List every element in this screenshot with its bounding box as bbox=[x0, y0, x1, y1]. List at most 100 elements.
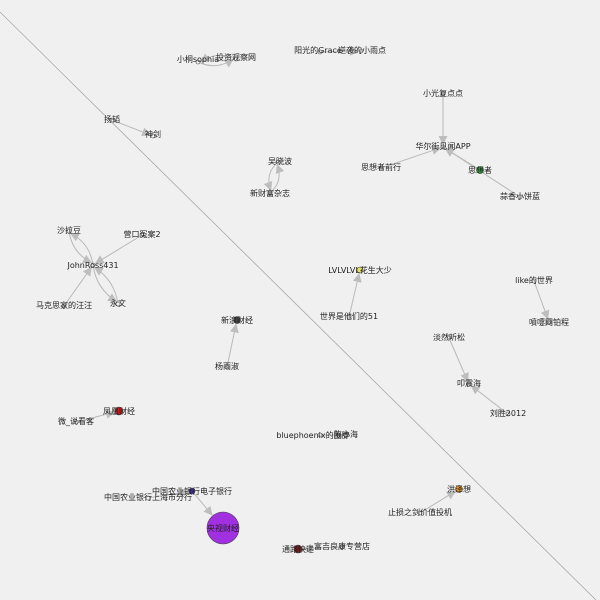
edge-n14-n16 bbox=[68, 230, 93, 263]
node-label-n26: 叩震海 bbox=[457, 378, 481, 388]
edge-n32-n34 bbox=[191, 490, 213, 516]
edge-n2-n1 bbox=[200, 53, 237, 63]
node-n20[interactable] bbox=[346, 314, 352, 320]
node-n6[interactable] bbox=[150, 133, 156, 139]
node-label-n12: 吴晓波 bbox=[268, 156, 292, 166]
node-n18[interactable] bbox=[115, 301, 121, 307]
node-label-n7: 小光复点点 bbox=[423, 88, 463, 98]
node-label-n24: 杨雨淑 bbox=[215, 361, 239, 371]
node-n1[interactable] bbox=[195, 59, 201, 65]
edge-n3-n4 bbox=[319, 46, 359, 56]
edge-n16-n14 bbox=[69, 233, 94, 266]
edge-n21-n22 bbox=[533, 280, 550, 320]
diagonal-guide-line bbox=[0, 11, 597, 600]
node-n30[interactable] bbox=[317, 432, 323, 438]
node-n5[interactable] bbox=[109, 117, 115, 123]
node-n33[interactable] bbox=[145, 495, 151, 501]
node-label-n9: 思想者前行 bbox=[361, 162, 401, 172]
node-n32[interactable] bbox=[188, 487, 196, 495]
node-label-n22: 噴嚏网铂程 bbox=[529, 317, 569, 327]
node-n23[interactable] bbox=[233, 316, 241, 324]
node-label-n33: 中国农业银行上海市分行 bbox=[104, 492, 192, 502]
edge-n20-n19 bbox=[348, 273, 362, 318]
node-n16[interactable] bbox=[90, 262, 96, 268]
node-label-n2: 投资观察网 bbox=[216, 52, 256, 62]
nodes-layer bbox=[61, 48, 552, 554]
node-n11[interactable] bbox=[517, 194, 523, 200]
node-n4[interactable] bbox=[358, 48, 364, 54]
node-n22[interactable] bbox=[546, 319, 552, 325]
node-n35[interactable] bbox=[455, 485, 463, 493]
node-n10[interactable] bbox=[476, 166, 484, 174]
node-n24[interactable] bbox=[224, 364, 230, 370]
edge-n13-n12 bbox=[269, 164, 285, 194]
edge-n24-n23 bbox=[226, 323, 239, 368]
node-n8[interactable] bbox=[440, 144, 446, 150]
edge-n1-n2 bbox=[197, 58, 234, 68]
node-n31[interactable] bbox=[343, 432, 349, 438]
node-n25[interactable] bbox=[446, 335, 452, 341]
edge-n25-n26 bbox=[448, 337, 469, 383]
node-n27[interactable] bbox=[505, 411, 511, 417]
node-label-n28: 凤凰财经 bbox=[103, 406, 135, 416]
node-n9[interactable] bbox=[378, 165, 384, 171]
edge-n29-n28 bbox=[75, 409, 116, 423]
node-n13[interactable] bbox=[267, 190, 273, 196]
edge-n36-n35 bbox=[419, 490, 456, 514]
node-label-n16: JohnRoss431 bbox=[66, 261, 118, 270]
node-label-n37: 通路快递 bbox=[282, 544, 314, 554]
node-n28[interactable] bbox=[114, 406, 124, 416]
node-n21[interactable] bbox=[531, 278, 537, 284]
node-label-n20: 世界是他们的51 bbox=[320, 311, 378, 321]
node-label-n3: 阳光的Grace bbox=[294, 45, 342, 55]
node-label-n21: like的世界 bbox=[515, 275, 553, 285]
node-n37[interactable] bbox=[293, 544, 303, 554]
node-label-n29: 微_说看客 bbox=[58, 416, 94, 426]
node-label-n8: 华尔街见闻APP bbox=[415, 141, 470, 151]
node-n14[interactable] bbox=[66, 228, 72, 234]
node-label-n38: 富吉良康专营店 bbox=[314, 541, 370, 551]
node-label-n27: 刘胜2012 bbox=[490, 408, 526, 418]
edge-n11-n8 bbox=[444, 148, 521, 198]
node-n7[interactable] bbox=[440, 91, 446, 97]
node-label-n14: 沙拉豆 bbox=[57, 225, 81, 235]
edge-n27-n26 bbox=[470, 385, 509, 415]
node-n19[interactable] bbox=[356, 266, 364, 274]
node-n38[interactable] bbox=[339, 544, 345, 550]
edge-n17-n16 bbox=[63, 266, 92, 307]
node-label-n6: 神剑 bbox=[145, 129, 161, 139]
edge-n38-n37 bbox=[302, 543, 343, 553]
edge-n16-n18 bbox=[92, 264, 118, 302]
node-n3[interactable] bbox=[317, 49, 323, 55]
node-label-n30: bluephoenix的围脖 bbox=[276, 430, 349, 440]
edge-n33-n32 bbox=[147, 488, 189, 499]
edge-n18-n16 bbox=[93, 267, 119, 305]
node-label-n4: 逆袭的小雨点 bbox=[338, 45, 386, 55]
node-label-n15: 营口冤案2 bbox=[123, 229, 160, 239]
node-label-n32: 中国农业银行电子银行 bbox=[152, 486, 232, 496]
node-label-n34: 央视财经 bbox=[207, 523, 239, 533]
edges-layer bbox=[63, 46, 550, 553]
node-n34[interactable] bbox=[206, 511, 240, 545]
node-n29[interactable] bbox=[73, 419, 79, 425]
node-n17[interactable] bbox=[61, 303, 67, 309]
edge-n15-n16 bbox=[94, 234, 143, 264]
edge-n5-n6 bbox=[111, 119, 152, 137]
edge-n9-n8 bbox=[380, 146, 442, 169]
node-label-n17: 马克思家的汪汪 bbox=[36, 300, 92, 310]
node-label-n18: 永文 bbox=[110, 298, 126, 308]
node-n36[interactable] bbox=[417, 510, 423, 516]
node-label-n1: 小桐sophia bbox=[177, 54, 219, 64]
node-label-n23: 新浪财经 bbox=[221, 315, 253, 325]
node-label-n5: 扬韬 bbox=[104, 114, 120, 124]
node-n2[interactable] bbox=[233, 56, 239, 62]
node-n12[interactable] bbox=[275, 159, 281, 165]
node-label-n36: 止损之剑价值投机 bbox=[388, 507, 452, 517]
edge-n12-n13 bbox=[263, 161, 279, 191]
node-label-n31: 陈小海 bbox=[334, 429, 358, 439]
node-label-n11: 蒜香小饼蓝 bbox=[500, 191, 540, 201]
node-n15[interactable] bbox=[139, 232, 145, 238]
node-n26[interactable] bbox=[466, 381, 472, 387]
